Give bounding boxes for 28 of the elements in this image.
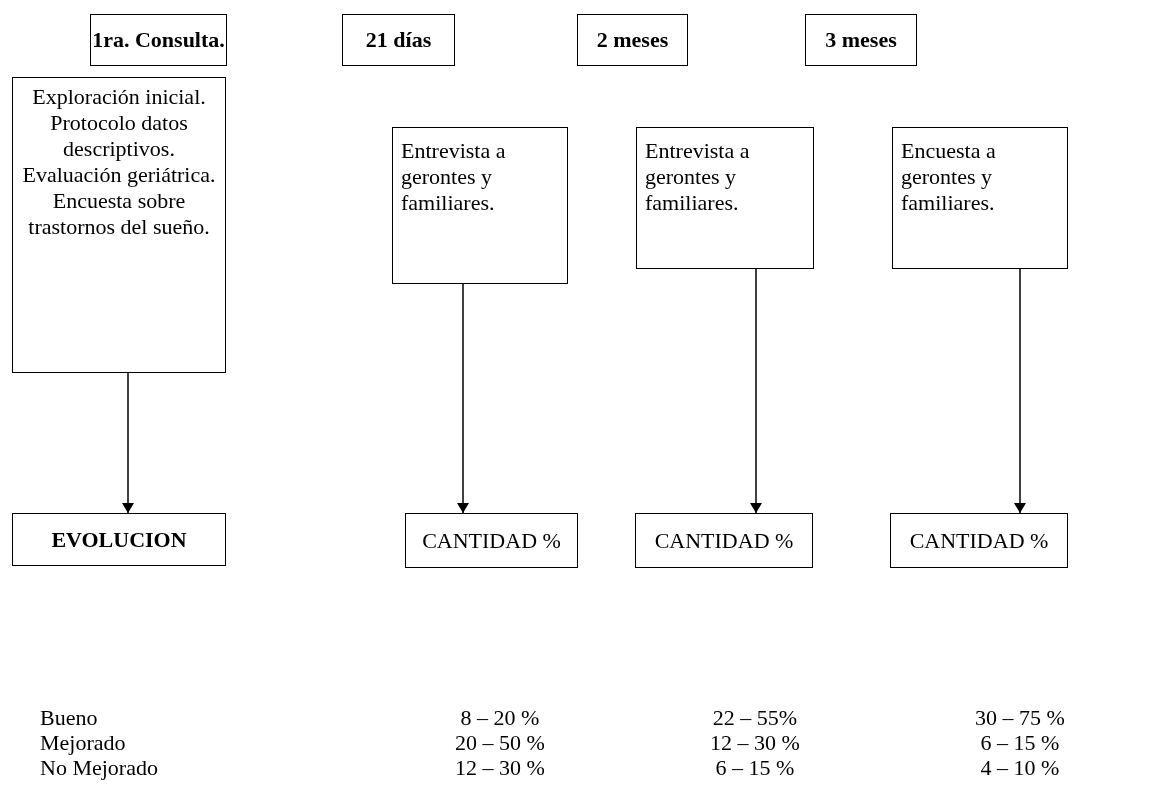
row-label: No Mejorado bbox=[40, 755, 158, 781]
result-box: CANTIDAD % bbox=[405, 513, 578, 568]
row-label: Bueno bbox=[40, 705, 98, 731]
header-box: 1ra. Consulta. bbox=[90, 14, 227, 66]
header-box: 21 días bbox=[342, 14, 455, 66]
header-box: 2 meses bbox=[577, 14, 688, 66]
result-box: CANTIDAD % bbox=[890, 513, 1068, 568]
percentage-range: 6 – 15 % bbox=[715, 755, 795, 781]
percentage-range: 12 – 30 % bbox=[455, 755, 545, 781]
arrow bbox=[1014, 268, 1026, 514]
process-box: Encuesta a gerontes y familiares. bbox=[892, 127, 1068, 269]
arrow bbox=[457, 283, 469, 514]
result-box: CANTIDAD % bbox=[635, 513, 813, 568]
header-box: 3 meses bbox=[805, 14, 917, 66]
arrow bbox=[122, 372, 134, 514]
percentage-range: 4 – 10 % bbox=[980, 755, 1060, 781]
percentage-range: 6 – 15 % bbox=[980, 730, 1060, 756]
percentage-range: 30 – 75 % bbox=[975, 705, 1065, 731]
percentage-range: 20 – 50 % bbox=[455, 730, 545, 756]
percentage-range: 8 – 20 % bbox=[460, 705, 540, 731]
percentage-range: 12 – 30 % bbox=[710, 730, 800, 756]
process-box: Entrevista a gerontes y familiares. bbox=[636, 127, 814, 269]
row-label: Mejorado bbox=[40, 730, 126, 756]
process-box: Entrevista a gerontes y familiares. bbox=[392, 127, 568, 284]
percentage-range: 22 – 55% bbox=[712, 705, 798, 731]
arrow bbox=[750, 268, 762, 514]
header-box: EVOLUCION bbox=[12, 513, 226, 566]
process-box: Exploración inicial. Protocolo datos descriptivos. Evaluación geriátrica. Encuesta sobre trastornos del sueño. bbox=[12, 77, 226, 373]
